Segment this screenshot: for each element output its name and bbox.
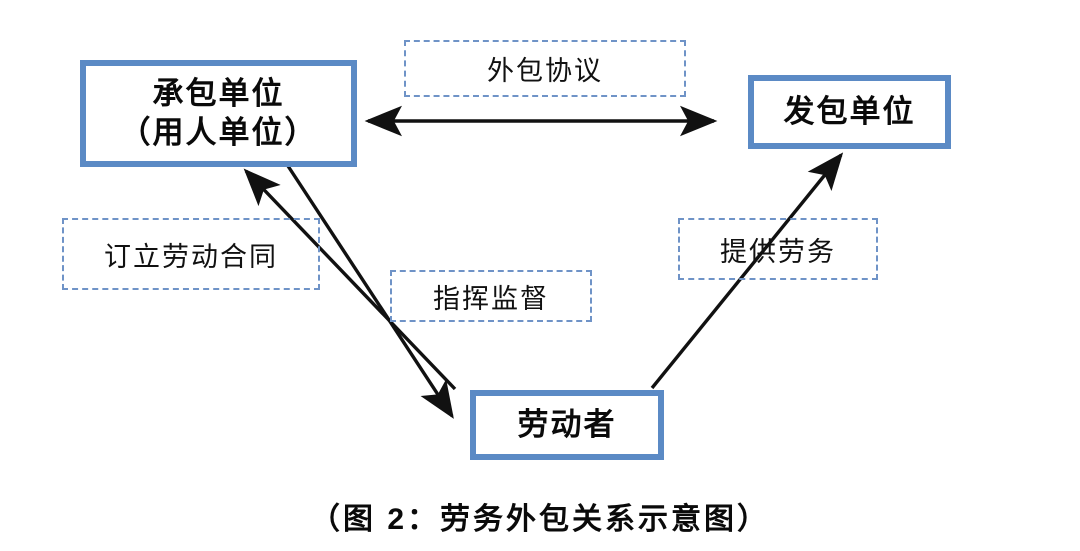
note-command-supervision: 指挥监督	[390, 270, 592, 322]
note-command-supervision-label: 指挥监督	[433, 283, 549, 314]
entity-worker-line1: 劳动者	[517, 406, 617, 442]
figure-caption: （图 2：劳务外包关系示意图）	[309, 503, 771, 536]
arrow-command-supervision	[286, 165, 454, 419]
entity-contractor-line2: （用人单位）	[119, 114, 318, 150]
entity-contractor-line1: 承包单位	[152, 75, 285, 111]
arrow-provide-service	[650, 152, 844, 390]
note-labor-contract: 订立劳动合同	[62, 218, 320, 290]
note-outsourcing-agreement: 外包协议	[404, 40, 686, 97]
entity-client-line1: 发包单位	[783, 93, 916, 129]
note-provide-service: 提供劳务	[678, 218, 878, 280]
arrow-labor-contract	[243, 168, 457, 391]
entity-box-client: 发包单位	[748, 75, 951, 149]
entity-box-contractor: 承包单位 （用人单位）	[80, 60, 357, 167]
note-outsourcing-agreement-label: 外包协议	[487, 56, 603, 86]
note-labor-contract-label: 订立劳动合同	[104, 241, 278, 272]
entity-box-worker: 劳动者	[470, 390, 664, 460]
note-provide-service-label: 提供劳务	[720, 236, 836, 267]
